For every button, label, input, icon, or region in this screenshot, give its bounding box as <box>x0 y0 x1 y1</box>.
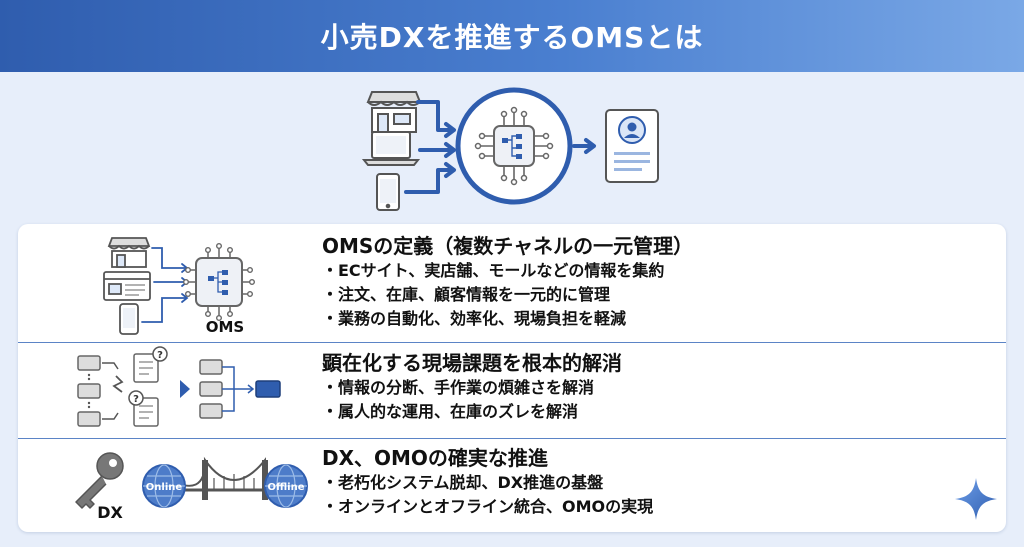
bullet-item: ・老朽化システム脱却、DX推進の基盤 <box>322 473 604 492</box>
oms-definition-text: OMSの定義（複数チャネルの一元管理） ・ECサイト、実店舗、モールなどの情報を… <box>322 224 992 351</box>
section-title: DX、OMOの確実な推進 <box>322 446 548 470</box>
store-icon <box>107 237 151 268</box>
section-title: 顕在化する現場課題を根本的解消 <box>322 351 622 375</box>
oms-hub-icon <box>455 87 573 205</box>
dx-label: DX <box>97 503 123 522</box>
organized-flow-icon <box>199 359 281 419</box>
dx-omo-text: DX、OMOの確実な推進 ・老朽化システム脱却、DX推進の基盤 ・オンラインとオ… <box>322 438 992 532</box>
svg-text:?: ? <box>157 350 163 361</box>
section-dx-omo: DX Online Offl <box>18 438 1006 532</box>
bullet-item: ・業務の自動化、効率化、現場負担を軽減 <box>322 309 627 328</box>
section-divider <box>18 342 1006 343</box>
section-title: OMSの定義（複数チャネルの一元管理） <box>322 234 694 258</box>
section-issue-resolution: ? ? <box>18 342 1006 438</box>
play-arrow-icon <box>180 380 190 398</box>
bullet-item: ・注文、在庫、顧客情報を一元的に管理 <box>322 285 611 304</box>
content-card: OMS OMSの定義（複数チャネルの一元管理） ・ECサイト、実店舗、モールなど… <box>18 224 1006 532</box>
fragmented-data-icon: ? ? <box>77 346 168 427</box>
dx-omo-diagram: DX Online Offl <box>75 452 308 522</box>
browser-icon <box>103 271 151 301</box>
bullet-item: ・属人的な運用、在庫のズレを解消 <box>322 402 579 421</box>
key-icon <box>75 452 124 509</box>
document-question-icon: ? <box>128 390 159 427</box>
hero-diagram <box>361 87 659 211</box>
page-title: 小売DXを推進するOMSとは <box>320 21 704 54</box>
online-label: Online <box>146 482 183 493</box>
sparkle-icon <box>955 478 997 520</box>
laptop-icon <box>361 131 421 166</box>
oms-channels-diagram: OMS <box>103 237 255 336</box>
smartphone-icon <box>376 173 400 211</box>
online-globe-icon: Online <box>142 464 186 508</box>
smartphone-icon <box>119 303 139 335</box>
oms-chip-icon <box>182 243 255 321</box>
customer-profile-icon <box>605 109 659 183</box>
input-arrows <box>404 100 456 194</box>
issue-resolution-diagram: ? ? <box>77 346 281 427</box>
offline-label: Offline <box>268 482 305 493</box>
offline-globe-icon: Offline <box>264 464 308 508</box>
output-arrow <box>572 138 596 154</box>
header-banner: 小売DXを推進するOMSとは <box>0 0 1024 72</box>
bullet-item: ・オンラインとオフライン統合、OMOの実現 <box>322 497 654 516</box>
oms-label: OMS <box>206 318 244 336</box>
issue-resolution-text: 顕在化する現場課題を根本的解消 ・情報の分断、手作業の煩雑さを解消 ・属人的な運… <box>322 342 992 446</box>
bullet-item: ・ECサイト、実店舗、モールなどの情報を集約 <box>322 261 665 280</box>
bullet-item: ・情報の分断、手作業の煩雑さを解消 <box>322 378 595 397</box>
document-question-icon: ? <box>133 346 168 383</box>
store-icon <box>366 91 422 133</box>
svg-text:?: ? <box>133 394 139 405</box>
section-oms-definition: OMS OMSの定義（複数チャネルの一元管理） ・ECサイト、実店舗、モールなど… <box>18 224 1006 342</box>
section-divider <box>18 438 1006 439</box>
